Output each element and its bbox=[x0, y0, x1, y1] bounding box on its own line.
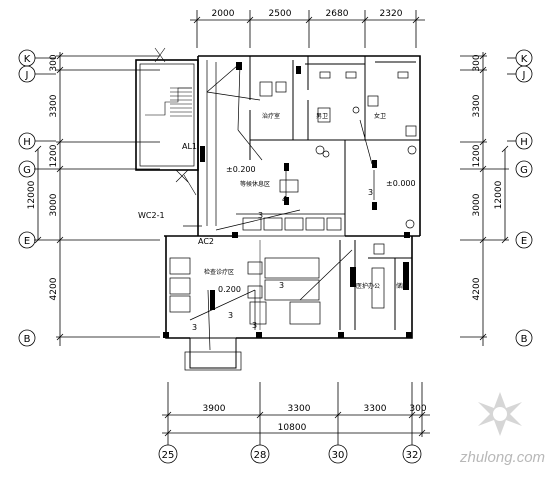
top-dim-4: 2320 bbox=[380, 9, 403, 19]
circuit-num-3: 3 bbox=[279, 281, 284, 290]
bottom-dim-total: 10800 bbox=[278, 423, 307, 433]
axis-bubble-g-right: G bbox=[520, 165, 528, 176]
watermark-text: zhulong.com bbox=[459, 449, 545, 466]
stair-treads bbox=[145, 47, 197, 196]
bottom-dim-2: 3300 bbox=[288, 404, 311, 414]
axis-bubble-g-left: G bbox=[23, 165, 31, 176]
axis-bubble-e-right: E bbox=[521, 236, 527, 247]
axis-bubble-k-right: K bbox=[521, 54, 528, 65]
columns bbox=[163, 62, 412, 338]
room-office: 医护办公 bbox=[356, 282, 380, 290]
axis-bubble-32: 32 bbox=[406, 450, 419, 461]
left-axis-bubbles bbox=[18, 49, 56, 347]
left-dim-1: 300 bbox=[49, 54, 59, 71]
label-elev-a: ±0.200 bbox=[226, 165, 256, 174]
left-dim-4: 3000 bbox=[49, 193, 59, 216]
axis-bubble-h-left: H bbox=[23, 137, 31, 148]
bottom-dim-4: 300 bbox=[409, 404, 426, 414]
left-dim-total: 12000 bbox=[27, 180, 37, 209]
circuit-num-7: 4 bbox=[282, 195, 287, 204]
axis-bubble-j-right: J bbox=[522, 70, 526, 81]
room-treat: 治疗室 bbox=[262, 112, 280, 120]
left-dim-2: 3300 bbox=[49, 94, 59, 117]
right-axis-bubbles bbox=[515, 49, 533, 347]
label-elev-b: ±0.000 bbox=[386, 179, 416, 188]
bottom-dim-3: 3300 bbox=[364, 404, 387, 414]
room-male: 男卫 bbox=[316, 113, 328, 120]
top-dim-2: 2500 bbox=[269, 9, 292, 19]
circuit-num-6: 3 bbox=[192, 323, 197, 332]
axis-bubble-h-right: H bbox=[520, 137, 528, 148]
room-exam: 检查诊疗区 bbox=[204, 268, 234, 276]
axis-bubble-k-left: K bbox=[24, 54, 31, 65]
label-al1: AL1 bbox=[182, 142, 197, 151]
label-elev-c: 0.200 bbox=[218, 285, 241, 294]
building-walls bbox=[135, 55, 421, 371]
axis-bubble-e-left: E bbox=[24, 236, 30, 247]
circuit-num-2: 3 bbox=[368, 188, 373, 197]
room-lobby: 等候休息区 bbox=[240, 180, 270, 188]
right-dim-total: 12000 bbox=[494, 180, 504, 209]
circuit-num-4: 3 bbox=[252, 321, 257, 330]
axis-bubble-25: 25 bbox=[162, 450, 175, 461]
circuit-num-5: 3 bbox=[228, 311, 233, 320]
label-ac2: AC2 bbox=[198, 237, 214, 246]
room-female: 女卫 bbox=[374, 112, 386, 120]
label-wc: WC2-1 bbox=[138, 211, 165, 220]
top-dimension-line bbox=[190, 10, 425, 48]
bottom-dimension-lines bbox=[162, 382, 430, 445]
top-dim-3: 2680 bbox=[326, 9, 349, 19]
wiring-lines bbox=[183, 60, 375, 351]
left-dimension-lines bbox=[34, 52, 160, 346]
axis-bubble-30: 30 bbox=[332, 450, 345, 461]
top-dim-1: 2000 bbox=[212, 9, 235, 19]
right-dim-2: 3300 bbox=[472, 94, 482, 117]
circuit-num-1: 3 bbox=[258, 211, 263, 220]
right-dim-3: 1200 bbox=[472, 144, 482, 167]
axis-bubble-b-left: B bbox=[24, 334, 31, 345]
bottom-dim-1: 3900 bbox=[203, 404, 226, 414]
room-storage: 储藏 bbox=[396, 282, 408, 290]
axis-bubble-j-left: J bbox=[25, 70, 29, 81]
right-dim-1: 300 bbox=[472, 54, 482, 71]
right-dim-5: 4200 bbox=[472, 277, 482, 300]
zhulong-logo bbox=[478, 392, 522, 436]
interior-partitions bbox=[232, 56, 420, 330]
right-dim-4: 3000 bbox=[472, 193, 482, 216]
right-dimension-lines bbox=[460, 52, 516, 346]
left-dim-5: 4200 bbox=[49, 277, 59, 300]
axis-bubble-b-right: B bbox=[521, 334, 528, 345]
bottom-axis-bubbles bbox=[158, 444, 422, 464]
left-dim-3: 1200 bbox=[49, 144, 59, 167]
furniture-fixtures bbox=[169, 71, 417, 325]
axis-bubble-28: 28 bbox=[254, 450, 267, 461]
